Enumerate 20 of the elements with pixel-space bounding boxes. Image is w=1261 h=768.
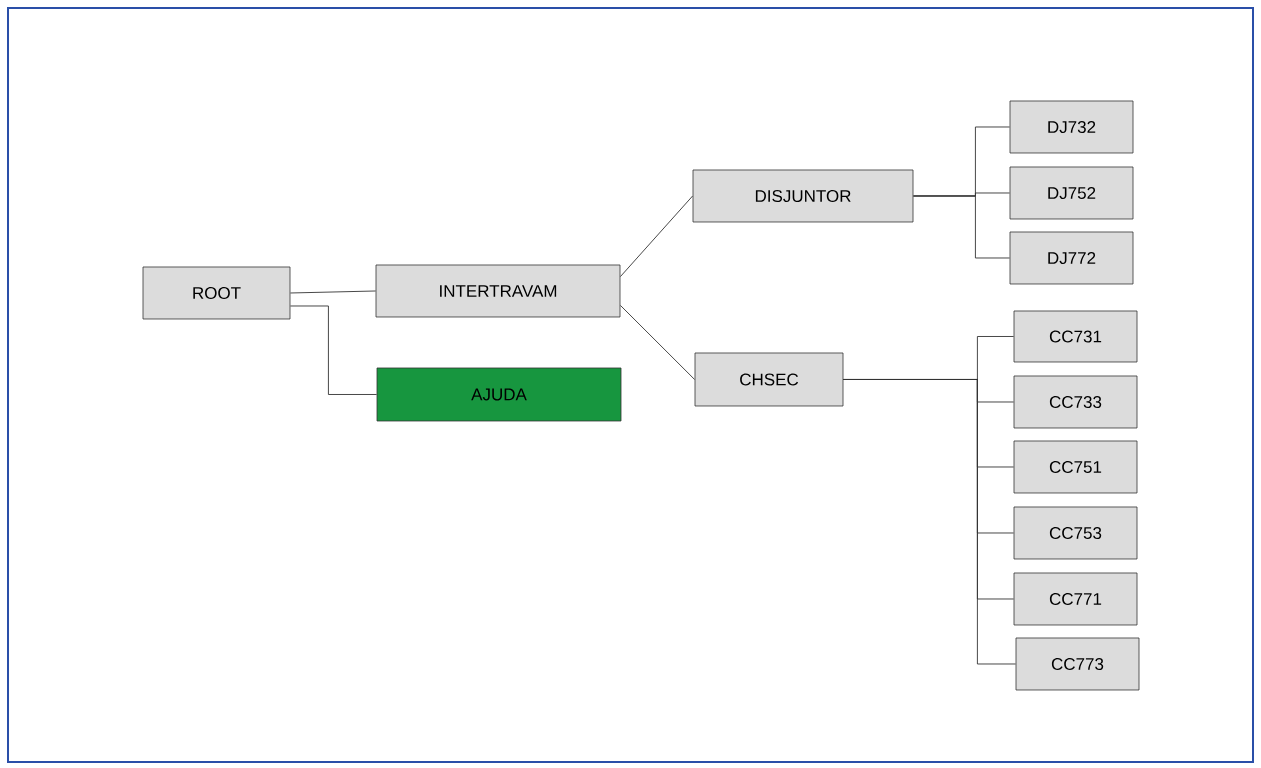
connector-line	[619, 304, 696, 380]
connector-line	[289, 305, 378, 395]
tree-box: CC753	[1013, 506, 1138, 560]
tree-box: CC751	[1013, 440, 1138, 494]
connector-line	[289, 290, 377, 294]
tree-box: DJ772	[1009, 231, 1134, 285]
tree-box: CHSEC	[694, 352, 844, 407]
tree-box: AJUDA	[376, 367, 622, 422]
tree-box: CC733	[1013, 375, 1138, 429]
connector-line	[912, 195, 1011, 259]
tree-box: CC773	[1015, 637, 1140, 691]
tree-box: INTERTRAVAM	[375, 264, 621, 318]
connector-line	[842, 379, 1017, 665]
tree-box: CC771	[1013, 572, 1138, 626]
tree-box: DISJUNTOR	[692, 169, 914, 223]
tree-box: CC731	[1013, 310, 1138, 363]
tree-box: DJ732	[1009, 100, 1134, 154]
tree-box: DJ752	[1009, 166, 1134, 220]
connector-line	[619, 195, 694, 278]
tree-box: ROOT	[142, 266, 291, 320]
